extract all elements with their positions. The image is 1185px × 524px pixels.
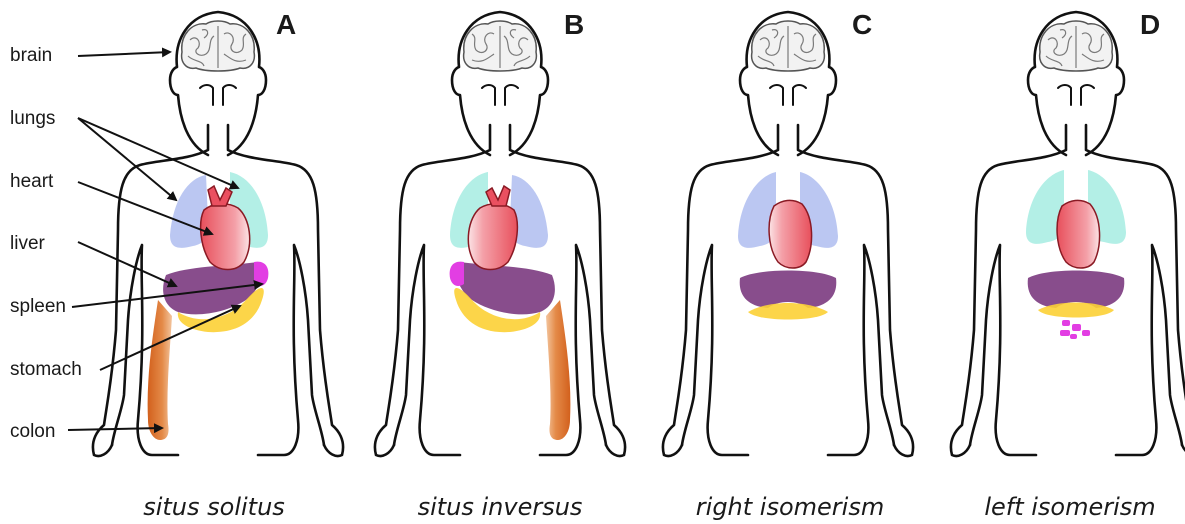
caption-c: right isomerism <box>696 493 884 521</box>
caption-d: left isomerism <box>984 493 1155 521</box>
label-liver: liver <box>10 233 46 254</box>
panel-letter-a: A <box>276 9 296 40</box>
spleen <box>254 262 268 286</box>
colon <box>546 300 570 440</box>
panel-letter-d: D <box>1140 9 1160 40</box>
panel-a <box>93 12 343 456</box>
label-colon: colon <box>10 421 55 442</box>
liver <box>1028 271 1125 309</box>
heart <box>1057 200 1100 268</box>
caption-b: situs inversus <box>418 493 583 521</box>
label-brain: brain <box>10 45 52 66</box>
panel-c <box>663 12 913 456</box>
aorta <box>208 186 232 206</box>
heart <box>201 204 250 270</box>
heart <box>468 204 517 270</box>
label-spleen: spleen <box>10 296 66 317</box>
colon <box>148 300 172 440</box>
spleen <box>450 262 464 286</box>
liver <box>740 271 837 309</box>
panel-letter-b: B <box>564 9 584 40</box>
panel-letter-c: C <box>852 9 872 40</box>
aorta <box>486 186 510 206</box>
label-lungs: lungs <box>10 108 55 129</box>
panel-b <box>375 12 625 456</box>
heart <box>769 200 812 268</box>
caption-a: situs solitus <box>143 493 285 521</box>
label-stomach: stomach <box>10 359 82 380</box>
polysplenia <box>1060 320 1090 339</box>
label-heart: heart <box>10 171 54 192</box>
panel-d <box>951 12 1185 456</box>
